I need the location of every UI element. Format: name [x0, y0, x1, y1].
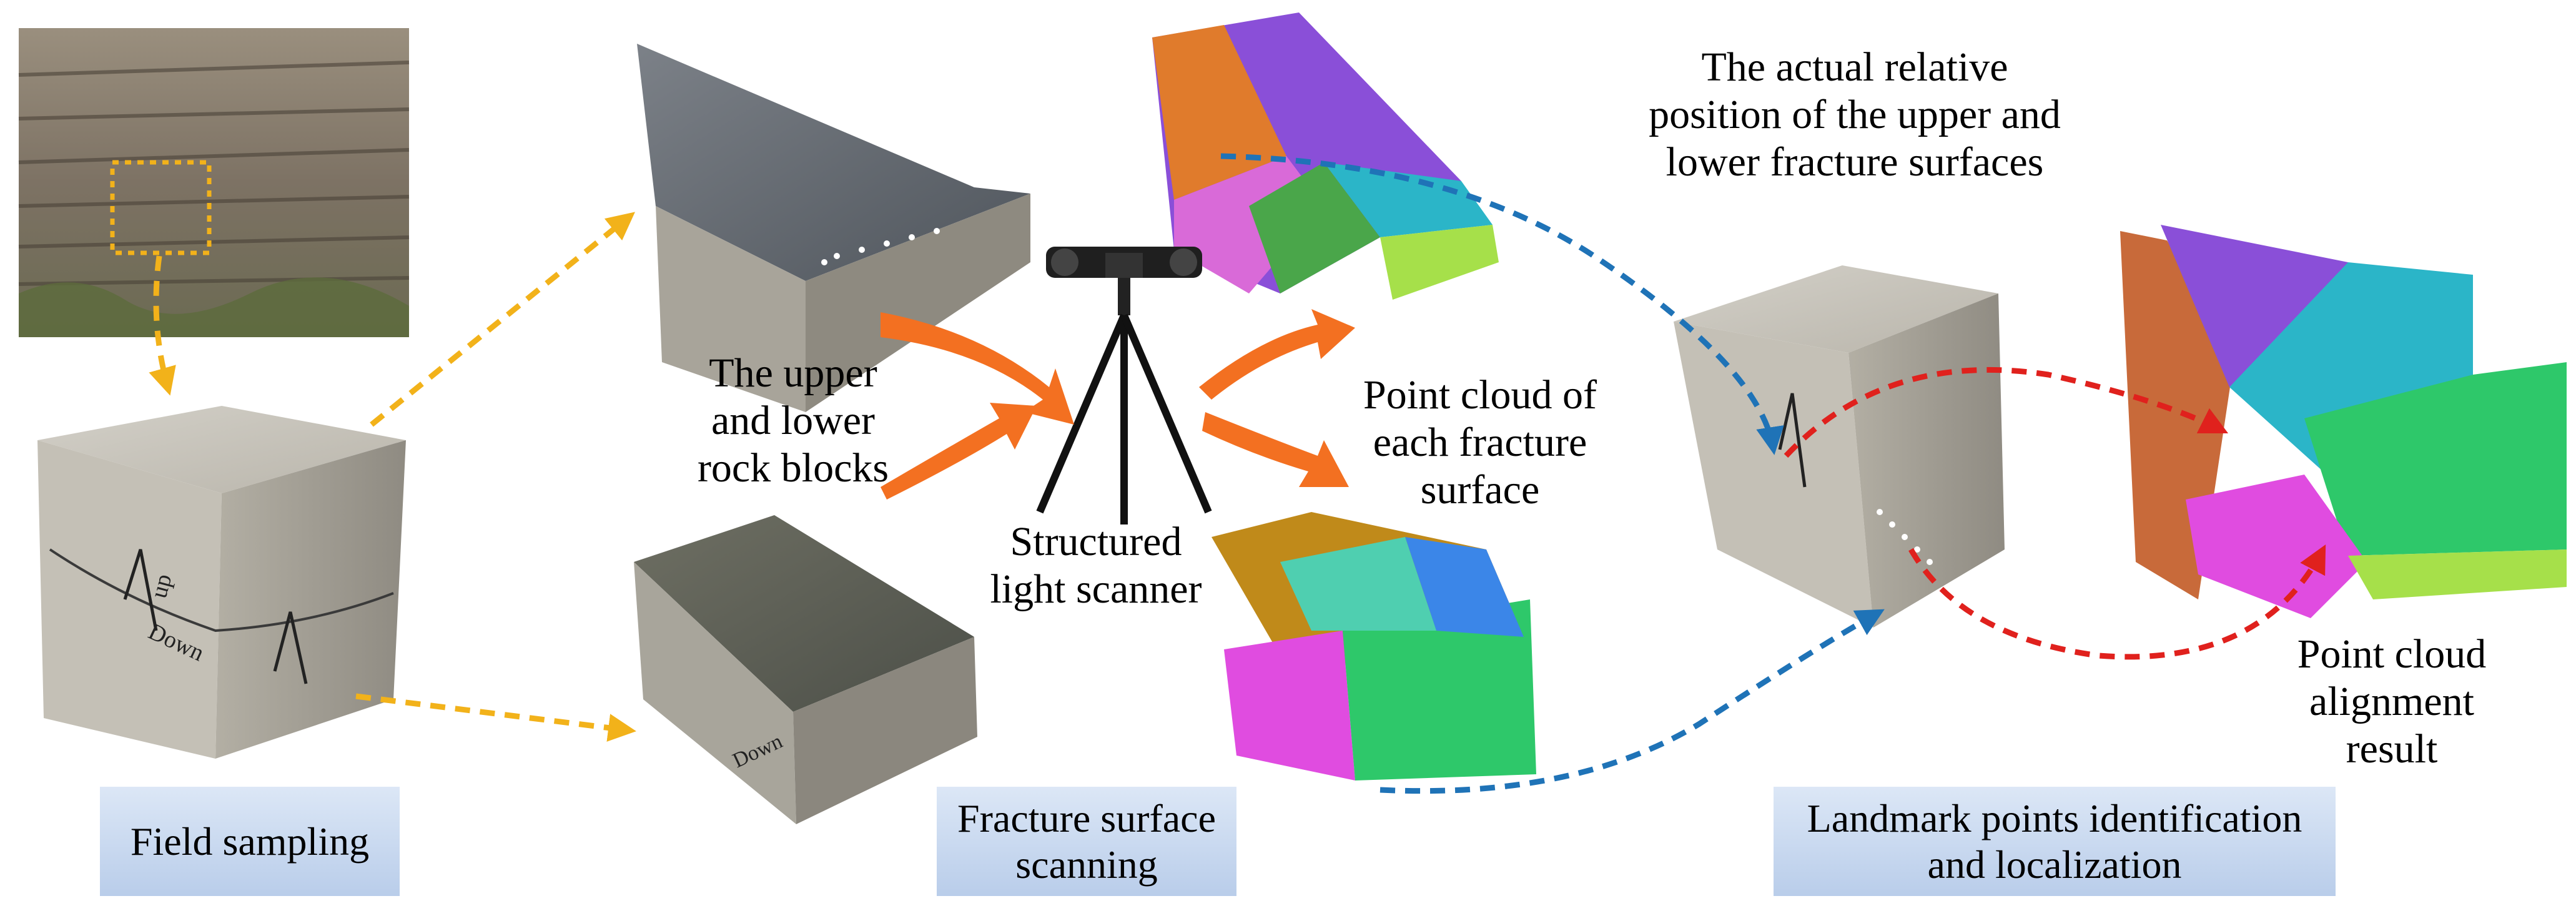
aligned-point-cloud [2120, 225, 2567, 618]
stage-landmark: Landmark points identification and local… [1774, 787, 2336, 896]
lower-point-cloud [1212, 512, 1536, 781]
blue-arrows [1220, 153, 1885, 794]
label-point-cloud-each: Point cloud of each fracture surface [1363, 372, 1597, 513]
orange-arrows [881, 309, 1355, 500]
field-rock-cube: up Down [37, 406, 406, 759]
cliff-photo [18, 28, 410, 337]
lower-rock-block: Down [634, 515, 977, 824]
upper-point-cloud [1152, 12, 1499, 300]
stage-field-sampling: Field sampling [100, 787, 400, 896]
label-actual-position: The actual relative position of the uppe… [1649, 44, 2061, 185]
yellow-arrows [149, 212, 636, 742]
label-alignment-result: Point cloud alignment result [2297, 631, 2487, 772]
sample-location-box [110, 160, 212, 255]
scanner-tripod [1036, 247, 1212, 524]
red-arrows [1784, 367, 2326, 660]
label-upper-lower-blocks: The upper and lower rock blocks [697, 350, 889, 491]
landmark-rock-cube [1674, 265, 2005, 628]
upper-rock-block [637, 44, 1030, 412]
label-structured-light-scanner: Structured light scanner [990, 519, 1202, 612]
stage-fracture-scanning: Fracture surface scanning [937, 787, 1236, 896]
